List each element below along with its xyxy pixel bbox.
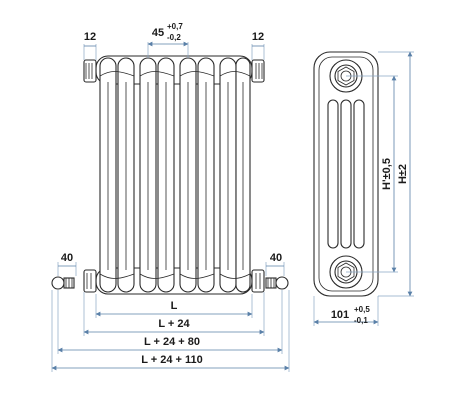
- label-axis-height: H'±0,5: [381, 158, 393, 190]
- bottom-left-plug: [83, 269, 97, 293]
- label-bottom-right-40: 40: [270, 252, 282, 264]
- bottom-right-plug: [251, 269, 265, 293]
- dim-length-L: L: [95, 300, 253, 317]
- side-view: H'±0,5 H±2 101 +0,5 -0,1: [313, 51, 414, 326]
- left-valve-icon: [51, 276, 75, 290]
- front-view: 12 12 45 +0,7 -0,2 40: [51, 22, 290, 372]
- dim-length-L24: L + 24: [83, 318, 265, 335]
- label-depth-tol-plus: +0,5: [354, 305, 370, 314]
- label-pitch-tol-plus: +0,7: [167, 22, 183, 31]
- section-4: [219, 57, 251, 293]
- label-bottom-left-40: 40: [61, 252, 73, 264]
- top-left-plug: [83, 59, 97, 83]
- dim-top-left-12: 12: [83, 31, 97, 60]
- top-right-plug: [251, 59, 265, 83]
- section-2: [139, 57, 175, 293]
- dim-overall-height: H±2: [378, 51, 414, 297]
- dim-bottom-right-40: 40: [265, 252, 285, 276]
- label-length-L24: L + 24: [158, 318, 190, 330]
- dim-length-L24-80: L + 24 + 80: [57, 336, 283, 353]
- dim-bottom-left-40: 40: [57, 252, 77, 276]
- section-1: [99, 57, 135, 293]
- label-top-left-12: 12: [84, 31, 96, 43]
- label-length-L: L: [171, 300, 178, 312]
- label-top-right-12: 12: [252, 31, 264, 43]
- dim-length-L24-110: L + 24 + 110: [51, 354, 290, 371]
- label-length-L24-80: L + 24 + 80: [144, 336, 200, 348]
- label-depth-tol-minus: -0,1: [354, 316, 368, 325]
- label-section-pitch: 45: [152, 27, 164, 39]
- radiator-sections: [99, 57, 251, 293]
- dim-depth: 101 +0,5 -0,1: [313, 296, 379, 326]
- label-pitch-tol-minus: -0,2: [167, 33, 181, 42]
- label-length-L24-110: L + 24 + 110: [141, 354, 203, 366]
- label-overall-height: H±2: [397, 164, 409, 184]
- dim-axis-height: H'±0,5: [346, 75, 398, 273]
- label-depth: 101: [331, 309, 349, 321]
- dim-top-right-12: 12: [251, 31, 265, 60]
- section-3: [179, 57, 215, 293]
- side-columns: [327, 99, 365, 249]
- right-valve-icon: [265, 276, 289, 290]
- dim-section-pitch: 45 +0,7 -0,2: [147, 22, 189, 58]
